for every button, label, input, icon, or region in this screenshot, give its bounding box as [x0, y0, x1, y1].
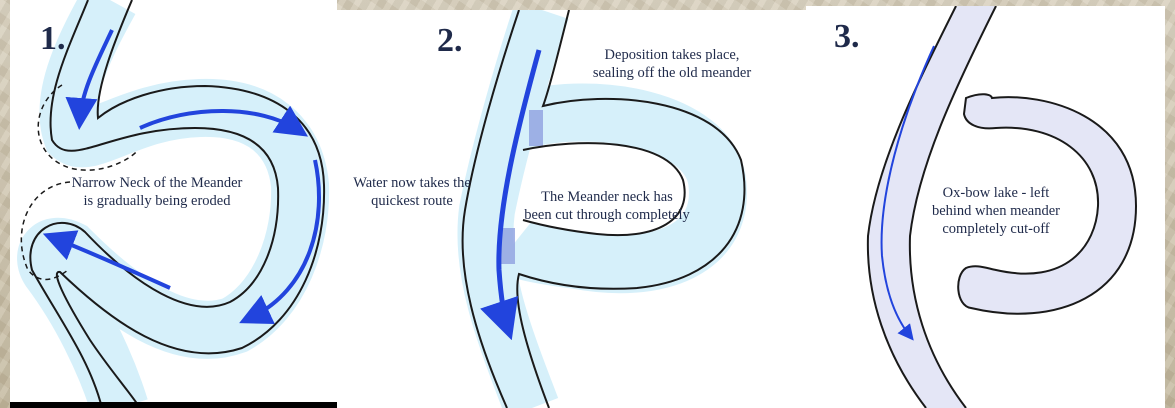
panel-1-label-line2: is gradually being eroded	[42, 192, 272, 210]
oxbow-label-line1: Ox-bow lake - left	[916, 184, 1076, 202]
panel-1-narrow-neck: 1. Narrow Neck of the Meander is gradual…	[10, 0, 337, 408]
panel-2-neck-cut: 2. Deposition takes place, sealing off t…	[337, 10, 806, 408]
panel-1-label-line1: Narrow Neck of the Meander	[42, 174, 272, 192]
water-label-line2: quickest route	[337, 192, 487, 210]
oxbow-label-line3: completely cut-off	[916, 220, 1076, 238]
oxbow-label-line2: behind when meander	[916, 202, 1076, 220]
panel-3-oxbow-lake: 3. Ox-bow lake - left behind when meande…	[806, 6, 1165, 408]
panel-1-number: 1.	[40, 22, 66, 56]
deposition-label-line1: Deposition takes place,	[577, 46, 767, 64]
deposition-mark-lower	[501, 228, 515, 264]
deposition-label-line2: sealing off the old meander	[577, 64, 767, 82]
panel-3-number: 3.	[834, 20, 860, 54]
panel-2-number: 2.	[437, 24, 463, 58]
deposition-mark-upper	[529, 110, 543, 146]
water-label-line1: Water now takes the	[337, 174, 487, 192]
neck-label-line2: been cut through completely	[507, 206, 707, 224]
panel-1-bottom-bar	[10, 402, 337, 408]
neck-label-line1: The Meander neck has	[507, 188, 707, 206]
